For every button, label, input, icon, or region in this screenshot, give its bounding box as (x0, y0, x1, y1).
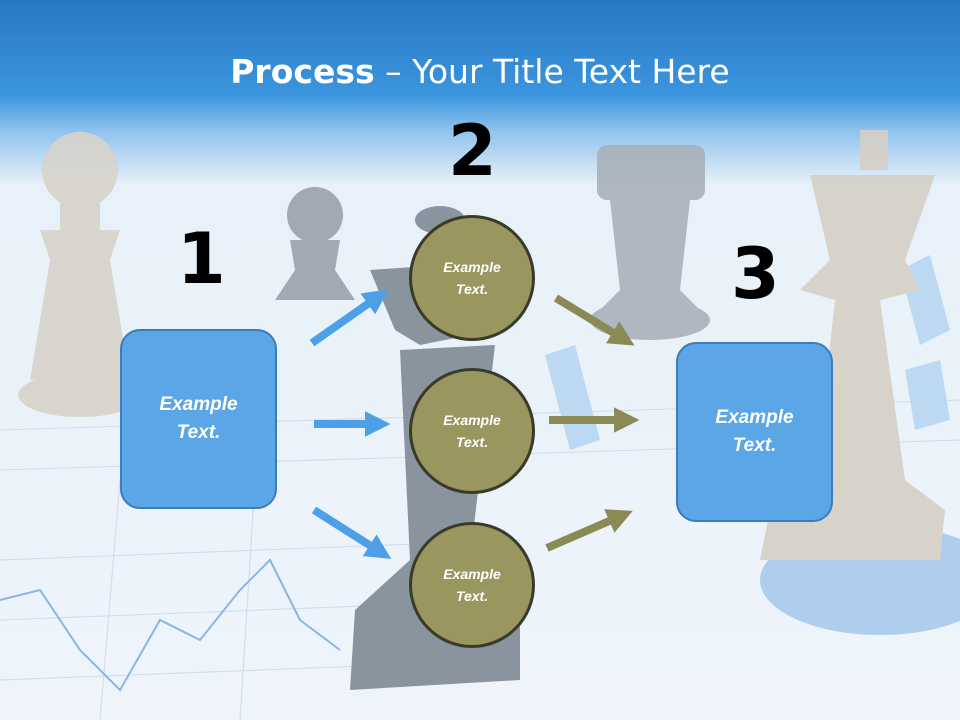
circle-3-line2: Text. (455, 588, 489, 604)
title-rest: – Your Title Text Here (374, 52, 730, 91)
step-number-2: 2 (448, 110, 497, 192)
title-bold: Process (230, 52, 375, 91)
left-box-line1: Example (159, 393, 238, 415)
slide-title: Process – Your Title Text Here (0, 52, 960, 91)
circle-1-line2: Text. (455, 281, 489, 297)
arrow-left-to-circle-3 (311, 506, 392, 559)
circle-1-line1: Example (443, 258, 501, 275)
right-box-line2: Text. (732, 435, 777, 456)
circle-2-line1: Example (443, 411, 501, 428)
circle-2-line2: Text. (455, 434, 489, 450)
arrow-circle-1-to-right (553, 294, 635, 346)
arrow-circle-3-to-right (545, 509, 633, 552)
right-box-line1: Example (715, 406, 794, 428)
circle-3-line1: Example (443, 565, 501, 582)
left-box-line2: Text. (176, 422, 221, 443)
step-number-3: 3 (731, 233, 780, 315)
step-number-1: 1 (177, 218, 226, 300)
arrow-left-to-circle-1 (309, 289, 389, 347)
